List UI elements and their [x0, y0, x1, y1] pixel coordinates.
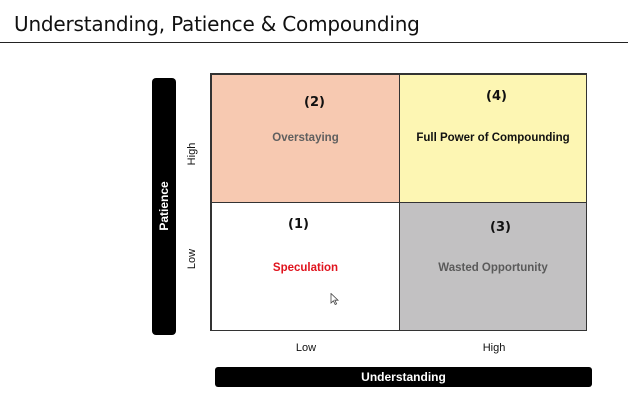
y-tick-high: High [186, 142, 198, 166]
mouse-pointer-icon [330, 293, 339, 305]
quadrant-4-number: (4) [486, 89, 507, 104]
quadrant-4-label: Full Power of Compounding [416, 132, 570, 144]
quadrant-1: (1) Speculation [211, 202, 400, 331]
quadrant-matrix: (2) Overstaying (4) Full Power of Compou… [210, 73, 587, 331]
quadrant-1-number: (1) [288, 217, 309, 232]
quadrant-1-label: Speculation [272, 262, 339, 274]
quadrant-2: (2) Overstaying [211, 74, 400, 203]
title-divider [0, 42, 628, 43]
quadrant-3: (3) Wasted Opportunity [399, 202, 587, 331]
x-axis-label: Understanding [215, 367, 592, 387]
quadrant-2-label: Overstaying [272, 132, 339, 144]
quadrant-2-number: (2) [304, 95, 325, 110]
quadrant-4: (4) Full Power of Compounding [399, 74, 587, 203]
quadrant-3-number: (3) [490, 220, 511, 235]
y-axis-bar [152, 78, 176, 335]
quadrant-3-label: Wasted Opportunity [438, 262, 548, 274]
x-tick-low: Low [295, 342, 317, 354]
y-axis-label: Patience [157, 181, 171, 231]
page-title: Understanding, Patience & Compounding [14, 12, 420, 36]
x-tick-high: High [482, 342, 506, 354]
y-tick-low: Low [186, 248, 198, 270]
